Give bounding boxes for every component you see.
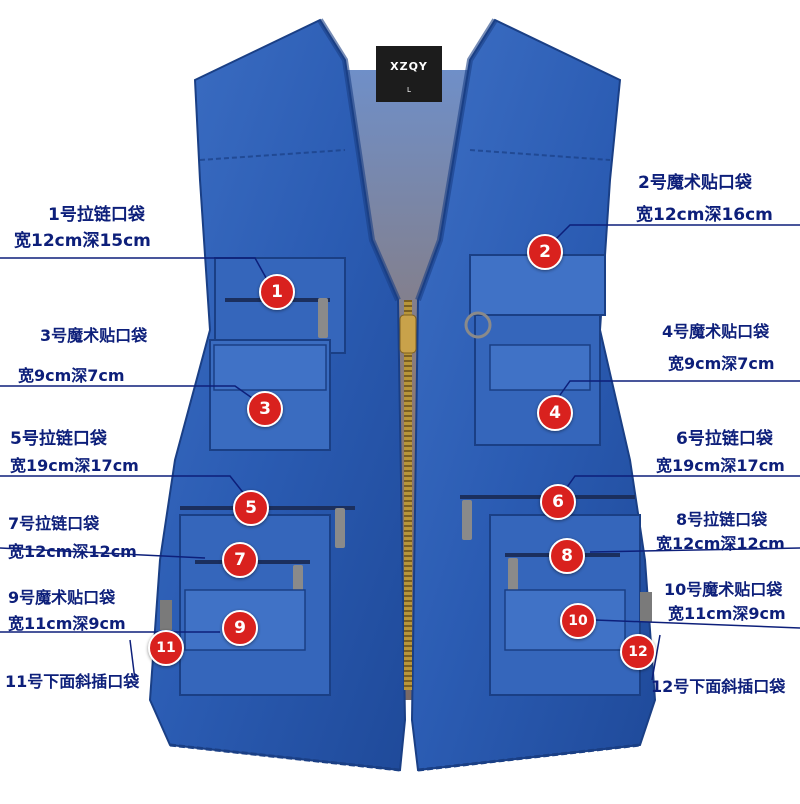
pocket-9-name: 9号魔术贴口袋 [8,588,116,607]
badge-3: 3 [247,391,283,427]
pocket-2-name: 2号魔术贴口袋 [638,173,752,193]
badge-2: 2 [527,234,563,270]
badge-12: 12 [620,634,656,670]
pocket-6-name: 6号拉链口袋 [676,429,773,449]
pocket-7-name: 7号拉链口袋 [8,514,100,533]
pocket-12-name: 12号下面斜插口袋 [651,677,786,696]
badge-10: 10 [560,603,596,639]
badge-9: 9 [222,610,258,646]
badge-1: 1 [259,274,295,310]
pocket-2-size: 宽12cm深16cm [636,205,773,225]
pocket-8-size: 宽12cm深12cm [656,534,785,553]
badge-5: 5 [233,490,269,526]
pocket-1-name: 1号拉链口袋 [48,205,145,225]
badge-4: 4 [537,395,573,431]
size-label: L [407,86,411,94]
badge-8: 8 [549,538,585,574]
pocket-6-size: 宽19cm深17cm [656,456,785,475]
pocket-3-size: 宽9cm深7cm [18,366,125,385]
badge-7: 7 [222,542,258,578]
pocket-5-name: 5号拉链口袋 [10,429,107,449]
badge-6: 6 [540,484,576,520]
pocket-7-size: 宽12cm深12cm [8,542,137,561]
pocket-10-size: 宽11cm深9cm [668,604,786,623]
pocket-4-name: 4号魔术贴口袋 [662,322,770,341]
pocket-10-name: 10号魔术贴口袋 [664,580,783,599]
pocket-5-size: 宽19cm深17cm [10,456,139,475]
brand-label: XZQY [390,60,428,73]
pocket-9-size: 宽11cm深9cm [8,614,126,633]
pocket-1-size: 宽12cm深15cm [14,231,151,251]
pocket-3-name: 3号魔术贴口袋 [40,326,148,345]
pocket-8-name: 8号拉链口袋 [676,510,768,529]
pocket-11-name: 11号下面斜插口袋 [5,672,140,691]
badge-11: 11 [148,630,184,666]
pocket-4-size: 宽9cm深7cm [668,354,775,373]
